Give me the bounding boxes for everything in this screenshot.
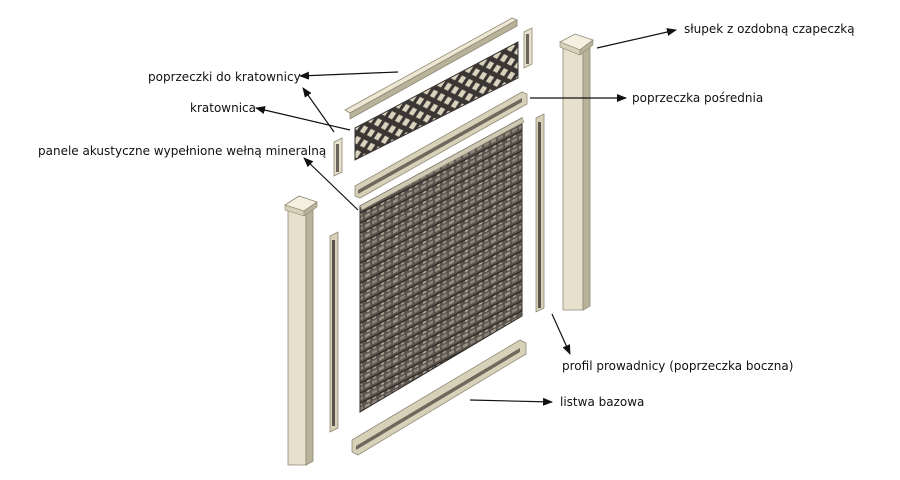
lattice-clip-left — [333, 137, 343, 177]
arrow-post-cap — [596, 28, 677, 49]
lattice-clip-right — [523, 27, 533, 69]
lattice — [354, 41, 519, 161]
label-middle-rail: poprzeczka pośrednia — [632, 91, 764, 105]
label-acoustic-panels: panele akustyczne wypełnione wełną miner… — [38, 144, 327, 158]
label-base-strip: listwa bazowa — [560, 395, 645, 409]
top-lattice-rail — [344, 17, 518, 120]
label-lattice-rails: poprzeczki do kratownicy — [148, 70, 301, 84]
label-guide-profile: profil prowadnicy (poprzeczka boczna) — [562, 359, 794, 373]
arrow-lattice-rails-top — [299, 71, 399, 80]
right-guide-profile — [535, 113, 545, 313]
arrow-guide-profile — [551, 313, 571, 355]
arrow-lattice — [255, 106, 351, 131]
arrow-base-strip — [469, 397, 553, 406]
arrow-acoustic-panels — [303, 157, 359, 211]
middle-rail — [354, 91, 528, 199]
acoustic-panel — [359, 117, 525, 413]
leader-arrows — [255, 28, 677, 406]
base-strip — [351, 339, 527, 456]
left-post — [284, 195, 318, 466]
label-lattice: kratownica — [190, 101, 256, 115]
right-post — [559, 33, 594, 311]
label-post-with-cap: słupek z ozdobną czapeczką — [684, 22, 855, 36]
left-guide-profile — [329, 231, 339, 433]
